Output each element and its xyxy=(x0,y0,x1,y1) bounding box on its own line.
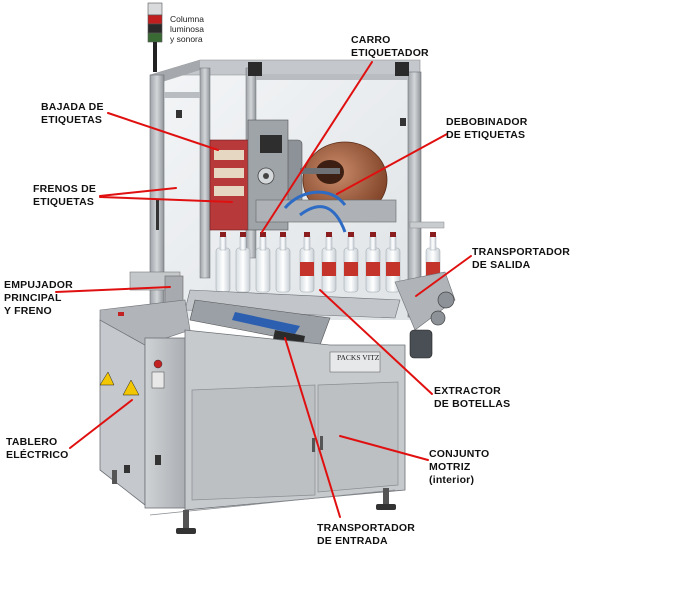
leader-entrada xyxy=(284,337,341,518)
machine-base: PACKS VITZ xyxy=(149,329,406,516)
label-carriage xyxy=(209,119,397,233)
leader-conjunto xyxy=(339,435,429,461)
leader-salida xyxy=(415,255,472,297)
leader-bajada xyxy=(107,112,219,151)
callout-carro-etiquetador: CARRO ETIQUETADOR xyxy=(351,34,429,59)
signal-tower xyxy=(147,2,163,72)
bottle xyxy=(365,232,381,293)
leader-frenos-2 xyxy=(99,196,233,203)
leader-debobinador xyxy=(336,133,448,195)
callout-transportador-salida: TRANSPORTADOR DE SALIDA xyxy=(472,246,571,271)
exit-conveyor xyxy=(394,221,456,359)
leader-tablero xyxy=(69,399,133,449)
entry-conveyor xyxy=(129,271,401,350)
leader-empujador xyxy=(55,286,171,293)
callout-leader-lines xyxy=(55,61,472,518)
callout-empujador: EMPUJADOR PRINCIPAL Y FRENO xyxy=(4,279,73,317)
callout-conjunto-motriz: CONJUNTO MOTRIZ (interior) xyxy=(429,448,490,486)
callout-frenos-de-etiquetas: FRENOS DE ETIQUETAS xyxy=(33,183,97,208)
bottle xyxy=(299,232,315,293)
bottle xyxy=(215,232,231,293)
bottle xyxy=(343,232,359,293)
leader-carro xyxy=(261,61,373,233)
callout-columna-luminosa: Columna luminosa y sonora xyxy=(170,14,205,44)
callout-debobinador: DEBOBINADOR DE ETIQUETAS xyxy=(446,116,528,141)
bottle xyxy=(235,232,251,293)
brand-plate-text: PACKS VITZ xyxy=(337,353,380,362)
leader-frenos-1 xyxy=(99,187,177,197)
electrical-cabinet xyxy=(99,299,191,509)
leader-extractor xyxy=(319,289,433,395)
bottle xyxy=(385,232,401,293)
bottle xyxy=(321,232,337,293)
bottle xyxy=(255,232,271,293)
leveling-feet xyxy=(112,470,396,534)
callout-bajada-de-etiquetas: BAJADA DE ETIQUETAS xyxy=(41,101,104,126)
callout-extractor-botellas: EXTRACTOR DE BOTELLAS xyxy=(434,385,511,410)
callout-tablero-electrico: TABLERO ELÉCTRICO xyxy=(6,436,69,461)
bottle xyxy=(275,232,291,293)
callout-transportador-entrada: TRANSPORTADOR DE ENTRADA xyxy=(317,522,416,547)
